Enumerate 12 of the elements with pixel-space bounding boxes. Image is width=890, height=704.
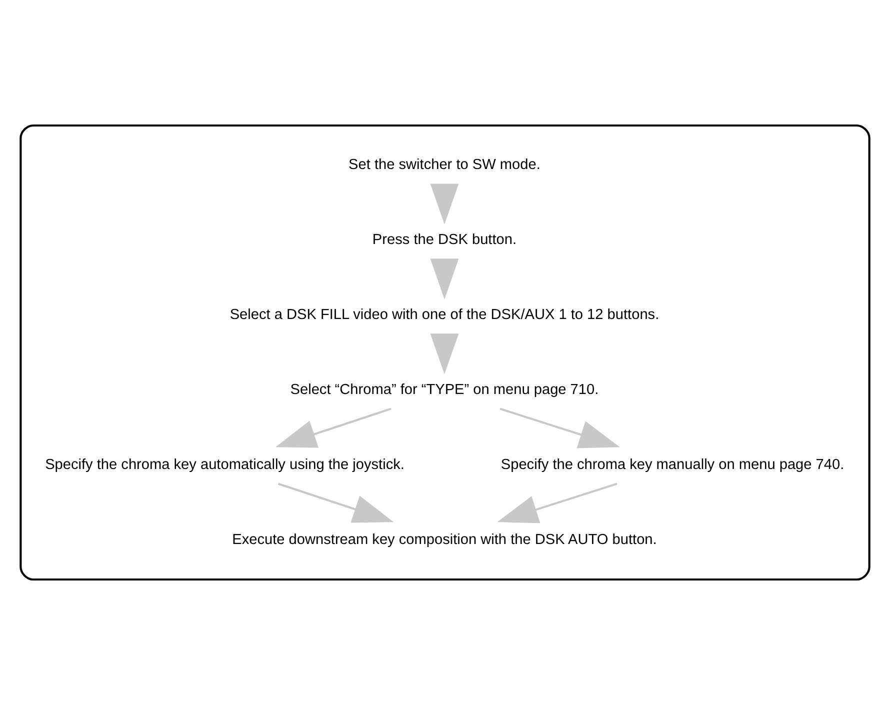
arrow [497,482,618,523]
node-text: Select “Chroma” for “TYPE” on menu page 710. [290,381,599,398]
node-text: Specify the chroma key manually on menu page 740. [500,456,844,472]
cluster [20,124,870,580]
arrow [500,407,620,448]
node-text: Execute downstream key composition with the DSK AUTO button. [232,531,657,548]
arrow [275,407,392,448]
node-text: Press the DSK button. [372,231,517,248]
arrow [278,482,394,522]
node-text: Set the switcher to SW mode. [348,156,540,172]
node-text: Select a DSK FILL video with one of the DSK/AUX 1 to 12 buttons. [230,306,660,322]
node-text: Specify the chroma key automatically using the joystick. [45,456,404,472]
